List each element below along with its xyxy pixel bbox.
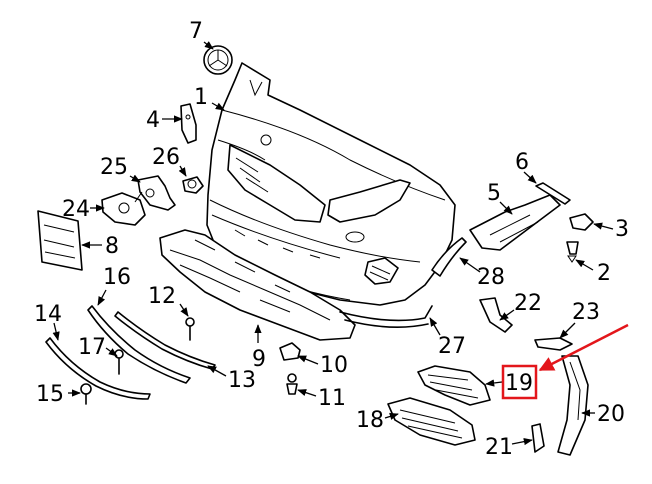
bolt-part-12 xyxy=(185,317,195,341)
callout-7: 7 xyxy=(189,19,203,44)
frame-part-20 xyxy=(557,355,589,456)
callout-9: 9 xyxy=(252,347,266,372)
callout-23: 23 xyxy=(572,300,600,325)
callout-2: 2 xyxy=(597,261,611,286)
sensor-holder-part-25 xyxy=(137,175,176,211)
callout-26: 26 xyxy=(152,145,180,170)
callout-14: 14 xyxy=(34,302,62,327)
callout-21: 21 xyxy=(485,435,513,460)
bracket-part-21 xyxy=(531,423,545,453)
callout-10: 10 xyxy=(320,353,348,378)
callout-11: 11 xyxy=(318,386,346,411)
callout-labels: 1 2 3 4 5 6 7 8 9 10 11 12 13 14 15 16 1… xyxy=(34,19,629,460)
clip-part-10 xyxy=(279,342,301,361)
clip-part-15 xyxy=(80,383,92,405)
callout-1: 1 xyxy=(194,85,208,110)
bracket-part-24 xyxy=(101,191,146,226)
callout-5: 5 xyxy=(487,181,501,206)
callout-8: 8 xyxy=(105,234,119,259)
callout-6: 6 xyxy=(515,150,529,175)
bracket-part-5 xyxy=(469,194,561,251)
highlight-box xyxy=(501,364,538,400)
grille-part-18 xyxy=(387,397,476,446)
highlight-arrow xyxy=(538,323,629,372)
callout-24: 24 xyxy=(62,197,90,222)
callout-15: 15 xyxy=(36,382,64,407)
callout-20: 20 xyxy=(597,402,625,427)
star-emblem-part xyxy=(203,45,233,75)
bumper-cover-part xyxy=(206,62,456,306)
trim-strip-part-16 xyxy=(87,305,191,384)
bracket-part-22 xyxy=(479,297,513,333)
callout-3: 3 xyxy=(615,217,629,242)
trim-strip-part-6 xyxy=(535,182,571,205)
callout-19: 19 xyxy=(505,371,533,396)
callout-16: 16 xyxy=(103,265,131,290)
callout-4: 4 xyxy=(146,108,160,133)
callout-27: 27 xyxy=(438,334,466,359)
callout-13: 13 xyxy=(228,368,256,393)
bolt-part-11 xyxy=(286,373,298,395)
screw-part-2 xyxy=(566,241,579,263)
trim-strip-part-14 xyxy=(45,337,151,400)
park-sensor-part-26 xyxy=(182,176,204,194)
highlight-callout-19 xyxy=(501,323,629,400)
trim-part-23 xyxy=(534,337,573,351)
license-plate-bracket-part xyxy=(37,210,83,271)
trim-strip-part-13 xyxy=(114,311,216,370)
bolt-part-17 xyxy=(114,349,124,375)
callout-12: 12 xyxy=(148,284,176,309)
lower-air-deflector-part xyxy=(159,229,356,341)
grille-part-19 xyxy=(417,365,491,406)
trim-strip-part-27 xyxy=(339,305,433,328)
callout-28: 28 xyxy=(477,265,505,290)
trim-part-28 xyxy=(431,237,467,277)
callout-25: 25 xyxy=(100,155,128,180)
leader-lines xyxy=(52,41,614,446)
callout-22: 22 xyxy=(514,291,542,316)
sensor-part-3 xyxy=(569,213,594,231)
bracket-part-4 xyxy=(180,103,197,144)
callout-18: 18 xyxy=(356,408,384,433)
callout-17: 17 xyxy=(78,335,106,360)
